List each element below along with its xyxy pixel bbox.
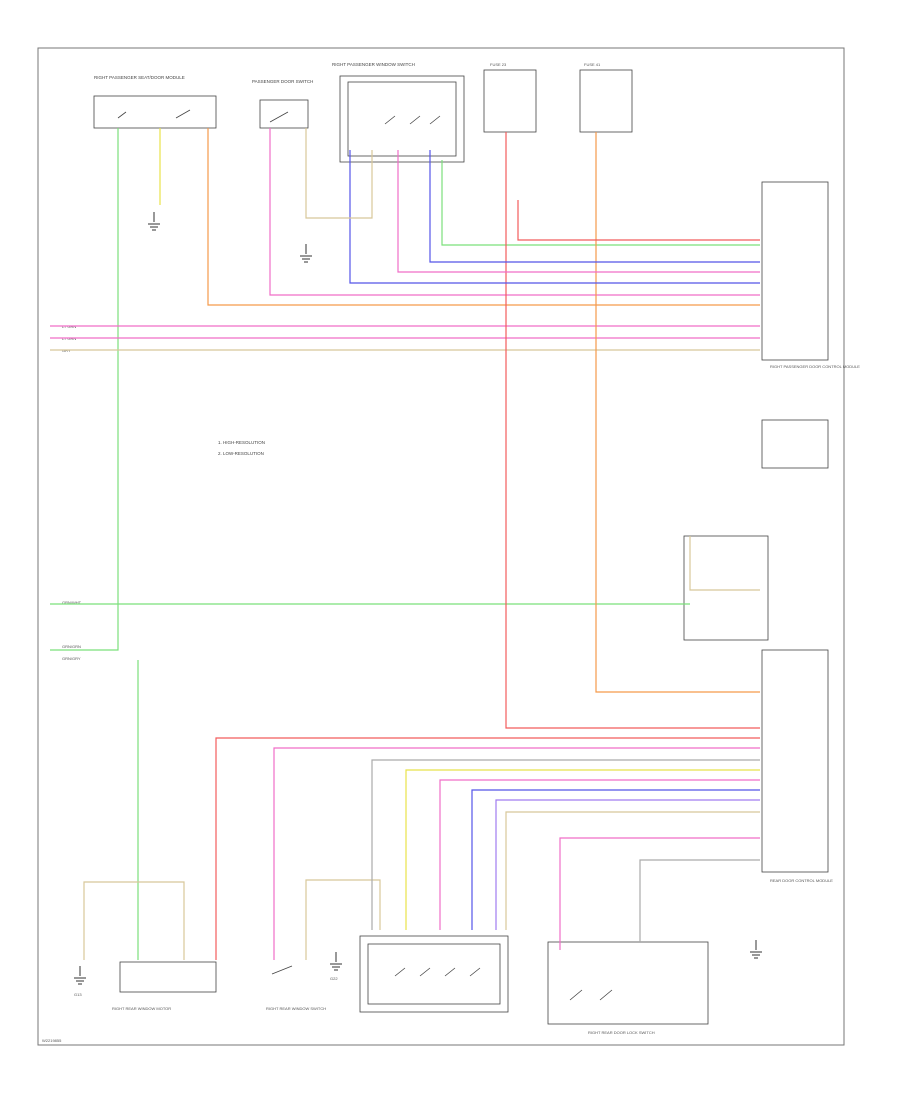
wire-orange-top — [207, 128, 760, 306]
wire-magenta-top — [397, 150, 760, 273]
ground-left: G13 G22 — [74, 212, 762, 997]
top-left-module-label: RIGHT PASSENGER SEAT/DOOR MODULE — [94, 75, 185, 80]
rear-window-switch: RIGHT REAR WINDOW SWITCH — [266, 965, 326, 1011]
wire-blue-top — [429, 150, 760, 263]
top-door-switch-label: PASSENGER DOOR SWITCH — [252, 79, 313, 84]
wires — [50, 128, 760, 960]
wire-magenta-low — [439, 779, 760, 930]
wire-orange-mid — [595, 132, 760, 693]
ground-g1-label: G13 — [74, 992, 82, 997]
right-module-label: RIGHT PASSENGER DOOR CONTROL MODULE — [770, 364, 860, 369]
wire-violet-low — [495, 799, 760, 930]
wire-tan-right — [689, 536, 760, 591]
wire-violet-top — [349, 150, 760, 284]
fuse-2-label: FUSE 41 — [584, 62, 601, 67]
wire-tan-bottom — [83, 881, 185, 960]
fuse-block-2: FUSE 41 — [579, 62, 633, 133]
top-left-module: RIGHT PASSENGER SEAT/DOOR MODULE — [93, 75, 217, 129]
right-connector-upper: RIGHT PASSENGER DOOR CONTROL MODULE — [761, 181, 860, 369]
ground-g2-label: G22 — [330, 976, 338, 981]
fuse-block-1: FUSE 23 — [483, 62, 537, 133]
wire-pink-top — [269, 128, 760, 296]
wire-gray-bottom — [639, 859, 760, 942]
wire-green-left-a — [50, 128, 119, 651]
wire-red-top — [517, 200, 760, 241]
wire-gray-low — [371, 759, 760, 930]
wire-green-top — [441, 160, 760, 246]
wire-red-mid — [505, 132, 760, 729]
rear-motor-label: RIGHT REAR WINDOW MOTOR — [112, 1006, 171, 1011]
left-labels: LT GRN LT GRN GRY GRN/WHT GRN/GRN GRN/GR… — [62, 324, 82, 661]
left-label-4: GRN/WHT — [62, 600, 82, 605]
left-label-6: GRN/GRY — [62, 656, 81, 661]
wire-tan-top — [305, 128, 373, 219]
top-door-switch: PASSENGER DOOR SWITCH — [252, 79, 313, 129]
right-connector-lower: REAR DOOR CONTROL MODULE — [761, 649, 833, 883]
wire-yellow-low — [405, 769, 760, 930]
wire-pink-bottom — [559, 837, 760, 950]
wire-tan-low — [505, 811, 760, 930]
wire-blue-low — [471, 789, 760, 930]
right-connector-middle — [683, 419, 829, 641]
top-window-switch: RIGHT PASSENGER WINDOW SWITCH — [332, 62, 465, 163]
rear-lock-switch-label: RIGHT REAR DOOR LOCK SWITCH — [588, 1030, 655, 1035]
fuse-1-label: FUSE 23 — [490, 62, 507, 67]
rear-switch-module — [359, 935, 509, 1013]
legend-line-2: 2. LOW-RESOLUTION — [218, 451, 264, 456]
left-label-5: GRN/GRN — [62, 644, 81, 649]
rear-motor: RIGHT REAR WINDOW MOTOR — [112, 961, 217, 1011]
wire-pink-low — [273, 747, 760, 960]
footer-code: W2219855 — [42, 1038, 62, 1043]
top-window-switch-label: RIGHT PASSENGER WINDOW SWITCH — [332, 62, 415, 67]
rear-lock-switch: RIGHT REAR DOOR LOCK SWITCH — [547, 941, 709, 1035]
wire-tan-bottom-2 — [305, 879, 381, 960]
legend: 1. HIGH-RESOLUTION 2. LOW-RESOLUTION — [218, 440, 265, 456]
rear-window-switch-label: RIGHT REAR WINDOW SWITCH — [266, 1006, 326, 1011]
diagram-frame — [37, 47, 845, 1046]
wire-red-low — [215, 737, 760, 960]
right-lower-module-label: REAR DOOR CONTROL MODULE — [770, 878, 833, 883]
legend-line-1: 1. HIGH-RESOLUTION — [218, 440, 265, 445]
